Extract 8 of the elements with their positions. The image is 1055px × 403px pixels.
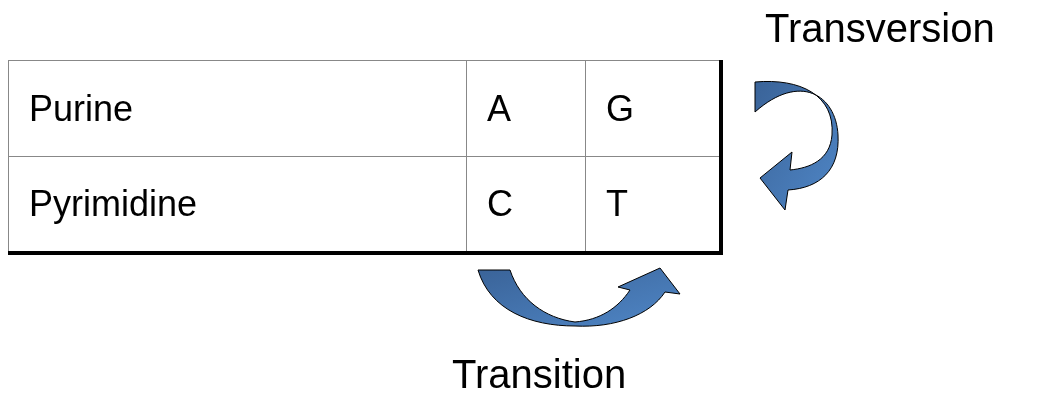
row-header-text: Purine <box>29 87 134 129</box>
arrow-caption: Transition <box>452 352 627 397</box>
row-header-text: Pyrimidine <box>29 182 198 224</box>
base-letter: C <box>487 182 513 224</box>
base-letter: G <box>606 87 634 129</box>
base-letter: A <box>487 87 511 129</box>
base-letter: T <box>606 182 628 224</box>
arrow-caption: Transversion <box>765 6 995 51</box>
